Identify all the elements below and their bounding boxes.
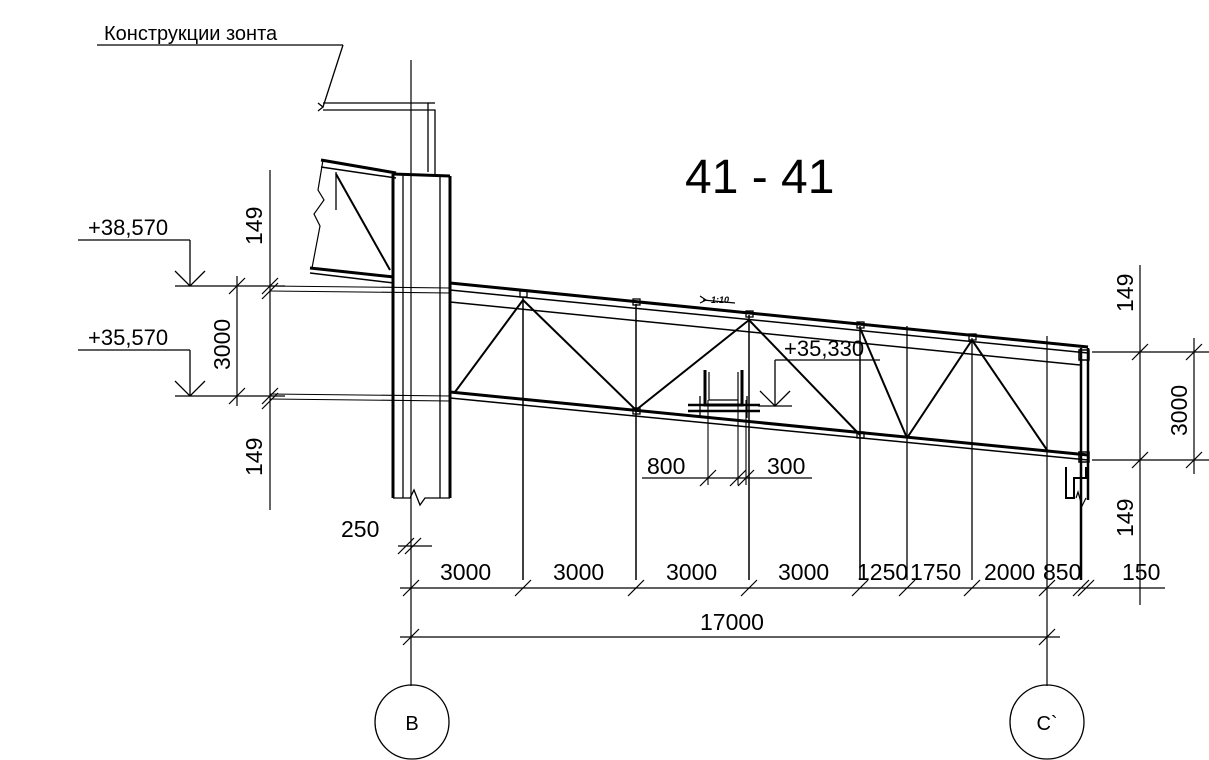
level-bottom-label: +35,570 [88, 325, 168, 350]
dim-right-height: 3000 [1166, 385, 1192, 436]
right-dim-chain [1092, 265, 1209, 605]
axis-b-label: В [405, 713, 418, 735]
bay-dim: 1750 [910, 559, 961, 585]
dim-800: 800 [647, 453, 685, 479]
slope-marker [699, 295, 736, 304]
dim-total: 17000 [700, 609, 764, 635]
detail-dim-line [642, 469, 812, 487]
level-bottom-marker [78, 349, 285, 397]
level-inner-marker [758, 359, 880, 407]
bay-dim-line [400, 579, 1165, 597]
axis-b-bubble [374, 684, 450, 760]
bay-dim: 3000 [778, 559, 829, 585]
main-truss [269, 281, 1090, 640]
bay-dim: 3000 [553, 559, 604, 585]
column [391, 172, 452, 507]
bay-dim: 850 [1043, 559, 1081, 585]
dim-left-height: 3000 [209, 319, 235, 370]
canopy-truss [309, 158, 397, 284]
left-dim-chain [228, 170, 279, 510]
bay-dim: 1250 [857, 559, 908, 585]
bay-dim: 3000 [440, 559, 491, 585]
callout-label: Конструкции зонта [104, 23, 278, 45]
level-inner-label: +35,330 [784, 336, 864, 361]
dim-300: 300 [767, 453, 805, 479]
dim-left-bottom: 149 [241, 438, 267, 476]
axis-c-label: С` [1036, 713, 1057, 735]
axis-c-bubble [1009, 684, 1085, 760]
level-top-marker [78, 239, 285, 287]
bay-dim: 2000 [984, 559, 1035, 585]
section-title: 41 - 41 [685, 151, 834, 204]
gutter-detail [688, 370, 760, 485]
level-top-label: +38,570 [88, 215, 168, 240]
dim-250-line [397, 537, 432, 555]
bay-dim: 3000 [666, 559, 717, 585]
bay-dim: 150 [1122, 559, 1160, 585]
canopy-callout [97, 44, 344, 112]
dim-right-bottom: 149 [1112, 499, 1138, 537]
slope-label: 1:10 [711, 295, 729, 305]
dim-left-top: 149 [241, 207, 267, 245]
total-dim-line [400, 628, 1060, 646]
canopy-hanger [323, 102, 436, 175]
dim-right-top: 149 [1112, 274, 1138, 312]
dim-250: 250 [341, 516, 379, 542]
